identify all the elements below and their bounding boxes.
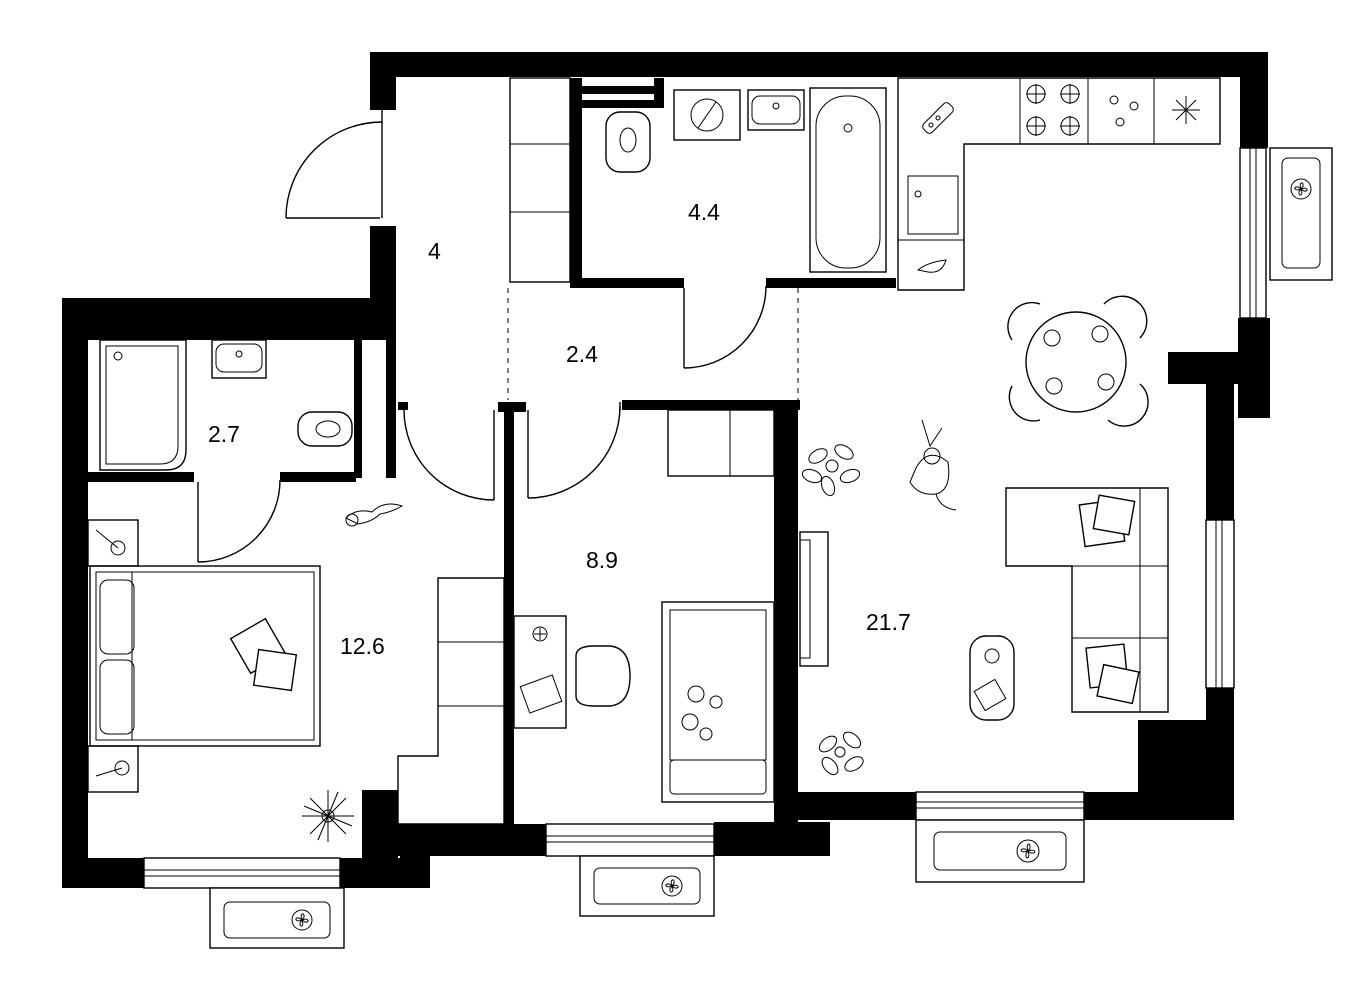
- ac-unit: [915, 819, 1085, 883]
- room-area-kids-room: 8.9: [586, 547, 618, 573]
- fan-icon: [1290, 178, 1312, 200]
- sofa: [1005, 487, 1169, 713]
- room-area-bathroom-main: 4.4: [688, 199, 720, 225]
- door-icon: [403, 409, 495, 501]
- plant-icon: [302, 790, 354, 842]
- spices: [1109, 95, 1139, 127]
- bathtub: [99, 339, 187, 471]
- bed-single: [661, 601, 775, 803]
- ac-unit: [579, 855, 715, 917]
- ac-unit: [1269, 147, 1333, 281]
- kitchen-sink: [907, 175, 959, 235]
- window-icon: [915, 791, 1085, 821]
- kitchen-counter: [897, 77, 1221, 291]
- pet-icon: [345, 503, 404, 527]
- nightstand: [87, 519, 139, 567]
- plant-icon: [818, 731, 864, 776]
- drop-icon: [916, 259, 947, 273]
- plant-icon: [801, 444, 861, 497]
- room-area-kitchen-living: 21.7: [866, 609, 911, 635]
- toilet: [605, 111, 651, 173]
- chair: [575, 645, 631, 707]
- bathtub: [809, 87, 887, 273]
- window-icon: [1205, 519, 1235, 689]
- window-icon: [1239, 147, 1267, 319]
- fan-icon: [661, 875, 683, 897]
- coffee-table: [969, 635, 1015, 721]
- tv-unit: [799, 531, 829, 667]
- snowflake-icon: [1172, 96, 1200, 124]
- nightstand: [87, 745, 139, 793]
- room-area-bathroom-small: 2.7: [208, 421, 240, 447]
- door-icon: [527, 402, 621, 499]
- fan-icon: [1016, 839, 1040, 863]
- stove: [1026, 84, 1080, 136]
- room-area-hall: 4: [428, 238, 441, 264]
- fan-icon: [291, 909, 313, 931]
- walls: [62, 52, 1270, 888]
- wardrobe: [667, 409, 775, 477]
- door-icon: [285, 110, 383, 219]
- room-labels: 4 4.4 2.4 2.7 12.6 8.9 21.7: [208, 199, 911, 659]
- door-icon: [683, 285, 767, 369]
- window-icon: [545, 823, 715, 857]
- bed-double: [89, 565, 321, 747]
- sink: [747, 89, 805, 131]
- room-area-bedroom: 12.6: [340, 633, 385, 659]
- window-icon: [143, 857, 341, 889]
- room-area-corridor: 2.4: [566, 341, 598, 367]
- cutting-board: [922, 102, 954, 134]
- washing-machine: [673, 89, 741, 141]
- dining-table: [1007, 295, 1149, 427]
- pet-icon: [909, 419, 957, 511]
- sink: [211, 339, 267, 379]
- desk: [513, 615, 567, 729]
- bedroom-wardrobe: [397, 577, 505, 825]
- toilet: [297, 411, 353, 447]
- ac-unit: [209, 887, 345, 949]
- door-icon: [197, 479, 281, 563]
- hall-wardrobe: [509, 77, 571, 283]
